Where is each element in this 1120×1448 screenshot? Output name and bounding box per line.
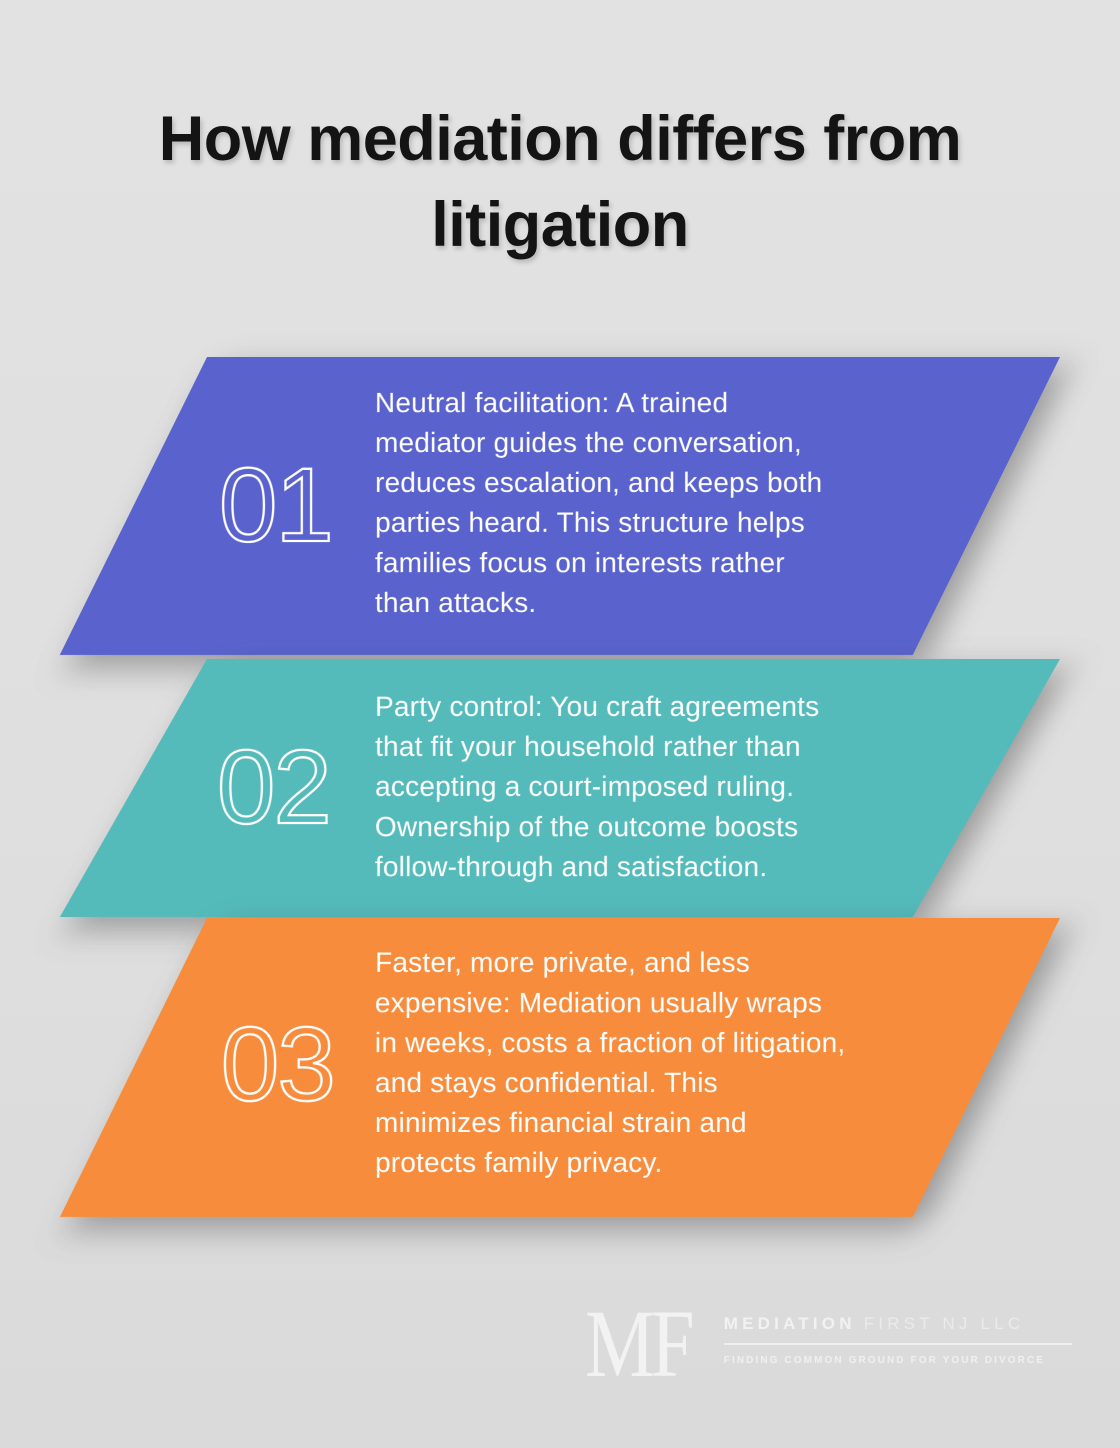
brand-tagline: FINDING COMMON GROUND FOR YOUR DIVORCE xyxy=(723,1355,1046,1366)
brand-name-secondary: FIRST NJ LLC xyxy=(863,1314,1025,1333)
step-band-2-content: 02 Party control: You craft agreements t… xyxy=(207,659,1060,917)
brand-logo: MF MEDIATION FIRST NJ LLC FINDING COMMON … xyxy=(585,1290,1072,1397)
step-band-1: 01 Neutral facilitation: A trained media… xyxy=(59,357,1060,655)
brand-name: MEDIATION FIRST NJ LLC xyxy=(724,1314,1072,1334)
page-title: How mediation differs from litigation xyxy=(158,104,962,260)
step-number-02: 02 xyxy=(216,728,331,847)
step-band-1-content: 01 Neutral facilitation: A trained media… xyxy=(207,357,1060,655)
step-number-01: 01 xyxy=(218,446,333,565)
step-band-3: 03 Faster, more private, and less expens… xyxy=(59,918,1060,1217)
step-text-01: Neutral facilitation: A trained mediator… xyxy=(375,387,823,618)
step-band-2: 02 Party control: You craft agreements t… xyxy=(59,659,1060,917)
brand-text-block: MEDIATION FIRST NJ LLC FINDING COMMON GRO… xyxy=(723,1306,1072,1366)
step-band-3-content: 03 Faster, more private, and less expens… xyxy=(207,918,1060,1217)
brand-divider xyxy=(723,1343,1072,1345)
step-text-02: Party control: You craft agreements that… xyxy=(375,691,820,882)
step-text-03: Faster, more private, and less expensive… xyxy=(375,947,846,1178)
step-number-03: 03 xyxy=(220,1005,335,1124)
brand-monogram: MF xyxy=(585,1290,695,1397)
brand-name-primary: MEDIATION xyxy=(723,1314,856,1333)
